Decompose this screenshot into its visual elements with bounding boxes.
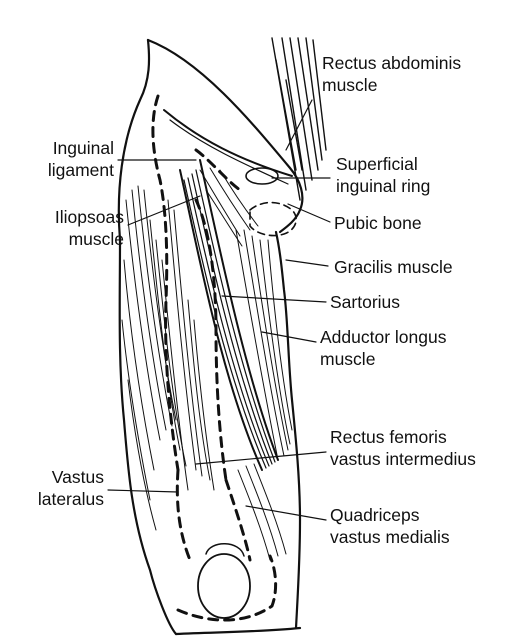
label-adductor-longus: Adductor longus muscle [320,326,446,370]
label-gracilis: Gracilis muscle [334,256,453,278]
label-line: vastus intermedius [330,448,476,470]
label-line: muscle [322,74,461,96]
label-rectus-femoris: Rectus femoris vastus intermedius [330,426,476,470]
inguinal-ligament-drawing [164,110,292,176]
label-line: lateralus [10,488,104,510]
label-iliopsoas: Iliopsoas muscle [10,206,124,250]
patella-drawing [198,554,250,618]
label-line: Sartorius [330,291,400,313]
label-line: Rectus femoris [330,426,476,448]
label-rectus-abdominis: Rectus abdominis muscle [322,52,461,96]
label-line: ligament [10,159,114,181]
pubic-bone-drawing [250,203,296,236]
superficial-inguinal-ring-drawing [246,168,278,184]
label-line: vastus medialis [330,526,450,548]
label-superficial-inguinal-ring: Superficial inguinal ring [336,153,430,197]
label-sartorius: Sartorius [330,291,400,313]
label-pubic-bone: Pubic bone [334,212,422,234]
label-vastus-lateralus: Vastus lateralus [10,466,104,510]
label-line: Adductor longus [320,326,446,348]
label-line: Inguinal [10,137,114,159]
iliopsoas-drawing [200,168,258,246]
label-line: Superficial [336,153,430,175]
label-inguinal-ligament: Inguinal ligament [10,137,114,181]
label-line: inguinal ring [336,175,430,197]
rectus-femoris-drawing [162,200,214,490]
label-line: Gracilis muscle [334,256,453,278]
label-line: Pubic bone [334,212,422,234]
label-line: Quadriceps [330,504,450,526]
label-line: muscle [320,348,446,370]
rectus-abdominis-drawing [272,38,326,200]
label-line: muscle [10,228,124,250]
label-line: Iliopsoas [10,206,124,228]
label-quadriceps: Quadriceps vastus medialis [330,504,450,548]
label-line: Rectus abdominis [322,52,461,74]
label-line: Vastus [10,466,104,488]
